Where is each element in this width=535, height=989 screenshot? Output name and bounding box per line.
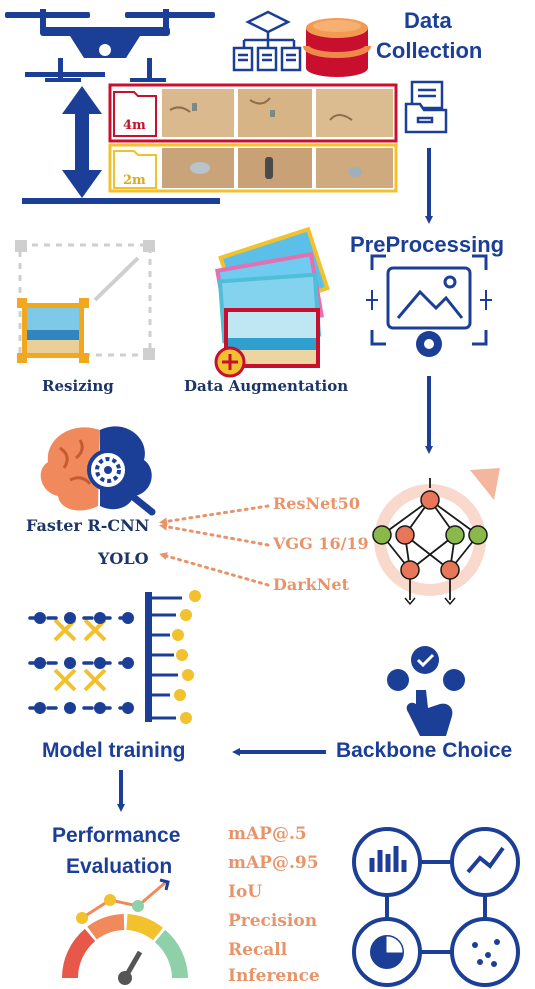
metric-iou: IoU xyxy=(228,882,263,902)
data-collection-title-line2: Collection xyxy=(376,38,483,63)
height-label-4m: 4m xyxy=(123,118,146,133)
augmentation-label: Data Augmentation xyxy=(184,377,349,395)
backbone-resnet: ResNet50 xyxy=(273,494,360,513)
model-faster-rcnn: Faster R-CNN xyxy=(26,516,150,535)
gauge-icon xyxy=(61,878,188,985)
metric-precision: Precision xyxy=(228,911,318,931)
hierarchy-docs-icon xyxy=(232,10,302,72)
image-settings-icon xyxy=(366,254,492,357)
backbone-darknet: DarkNet xyxy=(273,575,349,594)
resizing-label: Resizing xyxy=(42,377,114,395)
metric-map-95: mAP@.95 xyxy=(228,853,319,873)
touch-choice-icon xyxy=(387,646,465,736)
data-collection-title-line1: Data xyxy=(404,8,452,33)
drone-icon xyxy=(5,9,215,82)
preprocessing-title: PreProcessing xyxy=(350,232,505,257)
image-strip-2m xyxy=(108,143,398,193)
model-training-title: Model training xyxy=(42,739,186,762)
image-strip-4m xyxy=(108,83,398,143)
augmentation-stack-icon xyxy=(214,226,330,378)
model-yolo: YOLO xyxy=(98,549,149,568)
brain-gear-icon xyxy=(40,426,156,516)
backbone-vgg: VGG 16/19 xyxy=(273,534,369,553)
folder-icon xyxy=(404,80,448,134)
metric-map-5: mAP@.5 xyxy=(228,824,307,844)
evaluation-title-line1: Performance xyxy=(52,824,181,847)
metric-inference: Inference xyxy=(228,966,320,986)
analytics-grid-icon xyxy=(352,827,520,987)
height-arrow-icon xyxy=(22,72,220,204)
evaluation-title-line2: Evaluation xyxy=(66,855,173,878)
training-network-icon xyxy=(28,590,201,724)
backbone-choice-title: Backbone Choice xyxy=(336,739,513,762)
neural-network-icon xyxy=(372,468,500,606)
metric-recall: Recall xyxy=(228,940,288,960)
resize-frame-icon xyxy=(15,240,155,363)
height-label-2m: 2m xyxy=(123,173,146,188)
database-icon xyxy=(303,18,371,77)
